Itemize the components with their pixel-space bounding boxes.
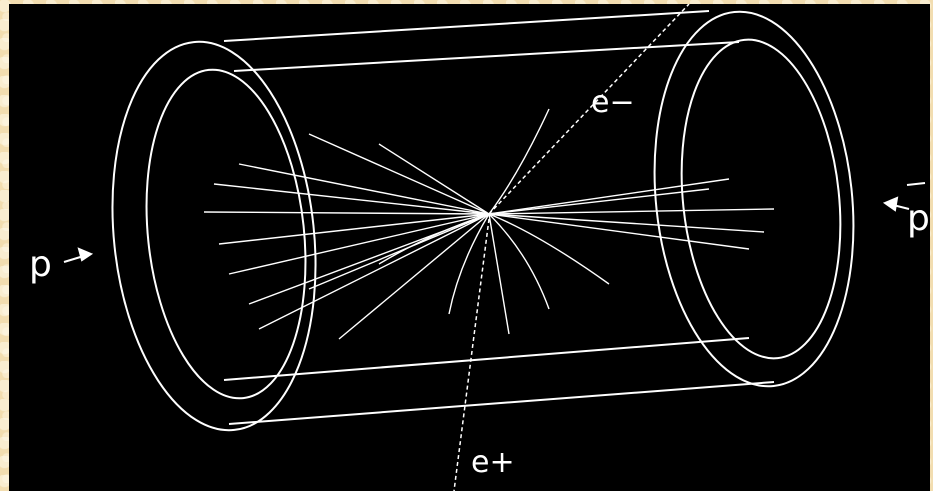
cylinder-bottom-inner	[224, 338, 749, 380]
right-inner-ring	[667, 32, 856, 367]
cylinder-top-inner	[234, 42, 739, 71]
positron-label: e+	[471, 445, 515, 480]
detector-diagram: e− e+ p p	[9, 4, 930, 491]
electron-track	[489, 4, 689, 214]
electron-label: e−	[591, 85, 635, 120]
proton-label: p	[29, 244, 52, 285]
right-arrow-icon	[64, 249, 91, 262]
antiproton-bar	[907, 183, 925, 185]
right-outer-ring	[637, 4, 871, 396]
left-outer-ring	[94, 32, 334, 441]
left-arrow-icon	[885, 198, 909, 210]
left-inner-ring	[131, 62, 321, 406]
event-display: e− e+ p p	[9, 4, 930, 491]
particle-tracks	[204, 109, 774, 339]
cylinder-bottom-outer	[229, 382, 774, 424]
cylinder-top-outer	[224, 11, 709, 41]
antiproton-label: p	[907, 198, 930, 239]
